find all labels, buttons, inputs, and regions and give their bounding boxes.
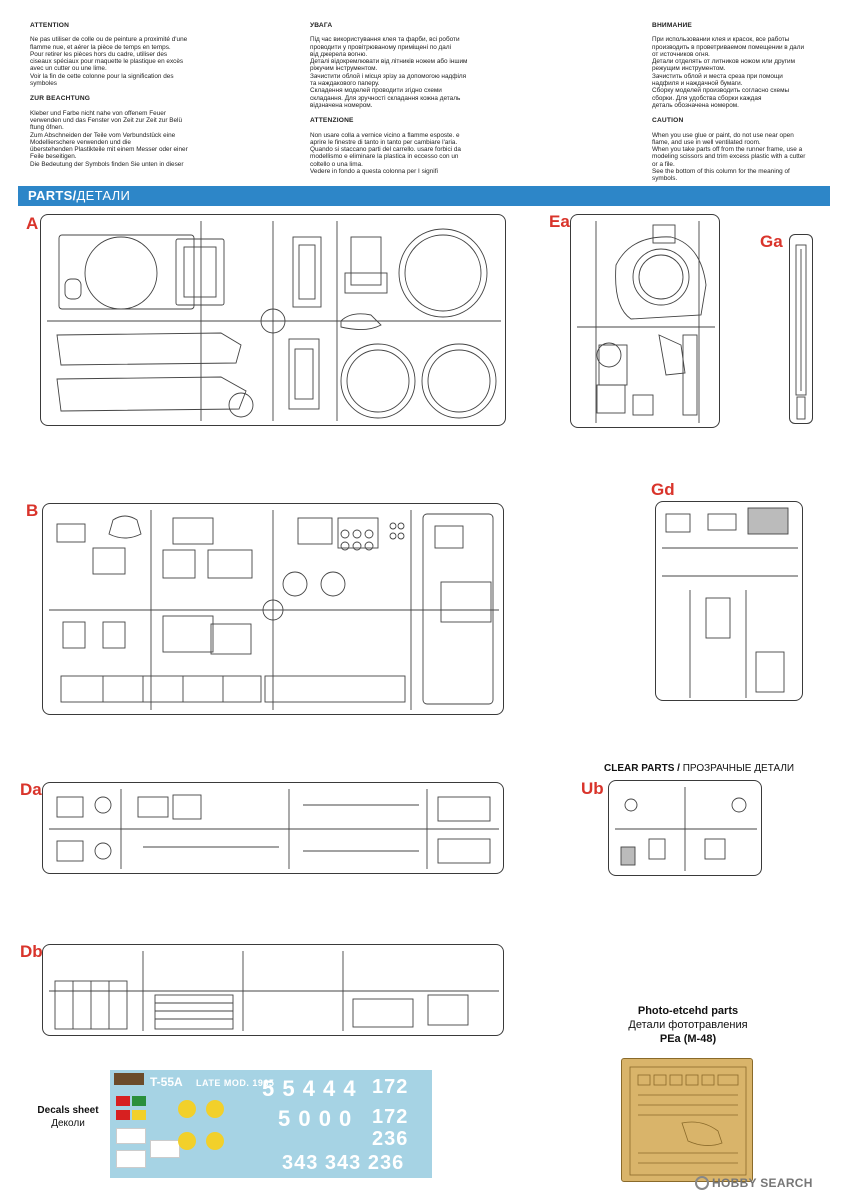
sprue-letter-b: B — [26, 501, 39, 520]
flag-decal-3 — [116, 1110, 130, 1120]
sprue-letter-ga: Ga — [760, 232, 783, 251]
sprue-a-drawing — [47, 221, 501, 421]
sprue-da-drawing — [49, 789, 499, 869]
caution-body-en: When you use glue or paint, do not use n… — [652, 131, 806, 183]
caution-body-ru: При использовании клея и красок, все раб… — [652, 36, 805, 109]
emblem-decal — [116, 1128, 146, 1144]
parts-banner: PARTS/ДЕТАЛИ — [18, 186, 830, 206]
sprue-ga-drawing — [795, 244, 807, 420]
sprue-ga — [789, 234, 813, 424]
caution-body-it: Non usare colla a vernice vicino a flamm… — [310, 131, 461, 176]
yellow-circle-decal-3 — [178, 1132, 196, 1150]
hobby-search-watermark: HOBBY SEARCH — [695, 1175, 813, 1191]
sprue-gd-drawing — [662, 507, 798, 698]
decal-numbers-row2b: 172 — [372, 1106, 409, 1128]
sprue-db-drawing — [49, 951, 499, 1031]
clear-parts-en: CLEAR PARTS / — [604, 763, 683, 774]
decal-numbers-row4: 343 343 236 — [282, 1152, 405, 1174]
decal-numbers-row1b: 172 — [372, 1076, 409, 1098]
decal-title: T-55A — [150, 1075, 183, 1089]
emblem-decal-3 — [150, 1140, 180, 1158]
brand-logo — [114, 1073, 144, 1085]
sprue-a — [40, 214, 506, 426]
emblem-decal-2 — [116, 1150, 146, 1168]
sprue-ub-drawing — [615, 787, 757, 871]
decal-numbers-row1: 5 5 4 4 4 — [262, 1076, 357, 1101]
decal-numbers-row2: 5 0 0 0 — [278, 1106, 353, 1131]
sprue-letter-a: A — [26, 214, 39, 233]
sprue-ea-drawing — [577, 221, 715, 423]
flag-decal-4 — [132, 1110, 146, 1120]
sprue-letter-da: Da — [20, 780, 42, 799]
flag-decal — [116, 1096, 130, 1106]
photo-etched-line3: PEa (M-48) — [659, 1033, 717, 1045]
sprue-ea — [570, 214, 720, 428]
caution-title-ua: УВАГА — [310, 22, 333, 29]
caution-body-fr: Ne pas utiliser de colle ou de peinture … — [30, 36, 188, 88]
photo-etched-line2: Детали фототравления — [628, 1019, 748, 1031]
sprue-b-drawing — [49, 510, 499, 710]
sprue-letter-ea: Ea — [549, 212, 570, 231]
caution-title-de: ZUR BEACHTUNG — [30, 95, 91, 103]
hobby-search-logo-icon — [695, 1175, 709, 1190]
yellow-circle-decal — [178, 1100, 196, 1118]
sprue-gd — [655, 501, 803, 701]
decal-sheet: T-55A LATE MOD. 1965 5 5 4 4 4 172 5 0 0… — [110, 1070, 432, 1178]
photo-etched-caption: Photo-etcehd parts Детали фототравления … — [610, 1004, 766, 1046]
yellow-circle-decal-4 — [206, 1132, 224, 1150]
photo-etch-fret — [621, 1058, 753, 1182]
caution-title-it: ATTENZIONE — [310, 117, 354, 125]
decals-caption: Decals sheet Деколи — [30, 1104, 106, 1130]
watermark-text: HOBBY SEARCH — [712, 1176, 813, 1190]
yellow-circle-decal-2 — [206, 1100, 224, 1118]
sprue-letter-ub: Ub — [581, 779, 604, 798]
caution-title-fr: ATTENTION — [30, 22, 70, 29]
instructions-ru-en: ВНИМАНИЕ При использовании клея и красок… — [652, 22, 832, 183]
parts-banner-normal: ДЕТАЛИ — [76, 188, 131, 203]
clear-parts-caption: CLEAR PARTS / ПРОЗРАЧНЫЕ ДЕТАЛИ — [604, 763, 794, 774]
instructions-fr-de: ATTENTION Ne pas utiliser de colle ou de… — [30, 22, 220, 168]
photo-etched-line1: Photo-etcehd parts — [637, 1005, 739, 1017]
decal-numbers-row3b: 236 — [372, 1128, 409, 1150]
parts-banner-title: PARTS/ДЕТАЛИ — [28, 188, 130, 203]
sprue-ub — [608, 780, 762, 876]
flag-decal-2 — [132, 1096, 146, 1106]
sprue-db — [42, 944, 504, 1036]
instructions-ua-it: УВАГА Під час використування клея та фар… — [310, 22, 495, 175]
sprue-b — [42, 503, 504, 715]
sprue-letter-gd: Gd — [651, 480, 675, 499]
decal-subtitle: LATE MOD. 1965 — [196, 1078, 275, 1088]
decals-caption-en: Decals sheet — [37, 1105, 99, 1116]
decals-caption-ru: Деколи — [51, 1118, 85, 1129]
caution-body-ua: Під час використування клея та фарби, вс… — [310, 36, 468, 109]
caution-body-de: Kleber und Farbe nicht nahe von offenem … — [30, 109, 188, 168]
photo-etch-drawing — [629, 1066, 747, 1176]
caution-title-ru: ВНИМАНИЕ — [652, 22, 693, 29]
sprue-letter-db: Db — [20, 942, 43, 961]
caution-title-en: CAUTION — [652, 117, 684, 125]
parts-banner-bold: PARTS/ — [28, 188, 77, 203]
clear-parts-ru: ПРОЗРАЧНЫЕ ДЕТАЛИ — [682, 763, 795, 774]
sprue-da — [42, 782, 504, 874]
